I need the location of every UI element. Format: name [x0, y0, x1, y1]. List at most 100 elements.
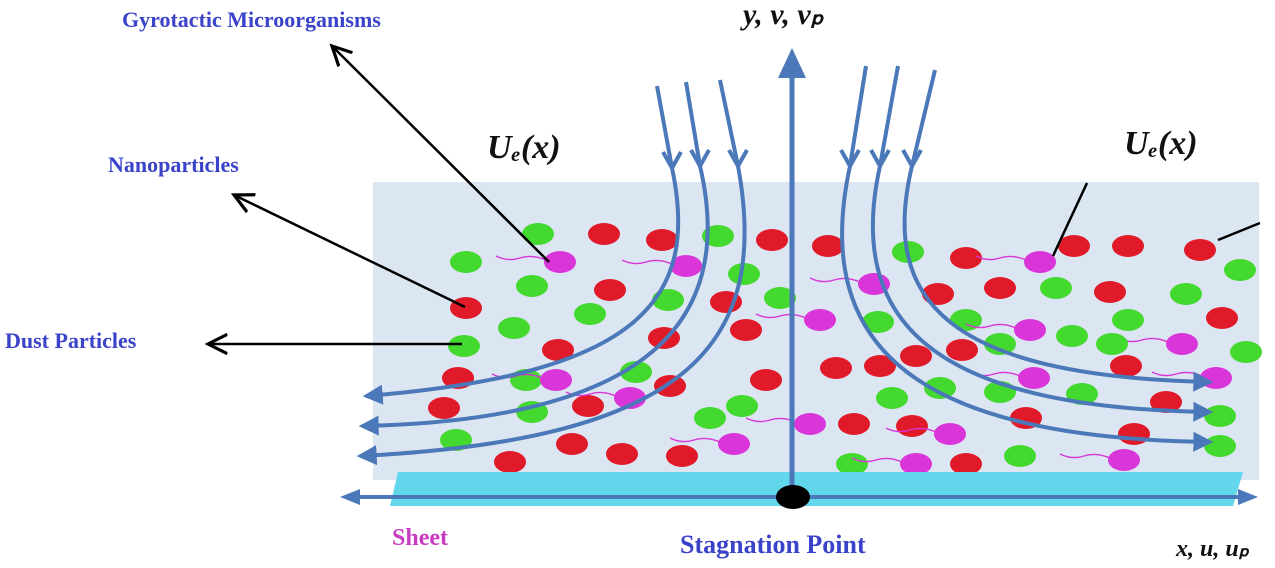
nanoparticle	[666, 445, 698, 467]
particles-layer	[428, 223, 1262, 475]
right-pointer-line-2	[1217, 221, 1261, 242]
nanoparticle	[1110, 355, 1142, 377]
nanoparticle	[428, 397, 460, 419]
gyrotactic-microorganisms-label: Gyrotactic Microorganisms	[122, 7, 381, 32]
streamline-right	[840, 65, 1214, 452]
microorganism-tail	[669, 437, 721, 443]
nanoparticle	[588, 223, 620, 245]
stagnation-point-label: Stagnation Point	[680, 530, 866, 559]
nanoparticle	[730, 319, 762, 341]
dust-particle	[1170, 283, 1202, 305]
nanoparticle	[1150, 391, 1182, 413]
streamline-left	[356, 79, 747, 466]
sheet-surface	[390, 472, 1243, 506]
x-axis-right-arrowhead	[1238, 489, 1258, 505]
y-axis-arrowhead	[778, 48, 806, 78]
dust-particle	[924, 377, 956, 399]
dust-particle	[620, 361, 652, 383]
nanoparticle	[820, 357, 852, 379]
dust-particle	[984, 333, 1016, 355]
nanoparticle	[646, 229, 678, 251]
microorganism	[794, 413, 826, 435]
dust-particle	[726, 395, 758, 417]
microorganism-tail	[975, 255, 1027, 261]
streamline-left	[358, 81, 710, 436]
nanoparticle	[594, 279, 626, 301]
nanoparticle	[750, 369, 782, 391]
nanoparticle	[900, 345, 932, 367]
microorganism-tail	[755, 313, 807, 319]
dust-particles-label: Dust Particles	[5, 328, 137, 353]
microorganism-tail	[745, 417, 797, 423]
dust-particle	[498, 317, 530, 339]
dust-particle	[1204, 405, 1236, 427]
nanoparticle	[1206, 307, 1238, 329]
sheet-label: Sheet	[392, 525, 448, 551]
microorganism	[934, 423, 966, 445]
x-axis-left-arrowhead	[340, 489, 360, 505]
nanoparticle	[950, 453, 982, 475]
inflow-arrowhead	[689, 149, 711, 171]
microorganism-tail	[495, 255, 547, 261]
dust-particle	[1230, 341, 1262, 363]
nanoparticle	[838, 413, 870, 435]
microorganism-tail	[851, 457, 903, 463]
gyrotactic-pointer-arrow	[332, 46, 550, 263]
nanoparticles-pointer-arrow	[234, 195, 466, 309]
nanoparticle	[864, 355, 896, 377]
microorganism-tail	[1059, 453, 1111, 459]
dust-particle	[1096, 333, 1128, 355]
inflow-arrowhead	[661, 151, 683, 173]
microorganism	[1166, 333, 1198, 355]
dust-particle	[694, 407, 726, 429]
ue-right-label: Uₑ(x)	[1124, 125, 1198, 162]
nanoparticle	[922, 283, 954, 305]
dust-particle	[448, 335, 480, 357]
microorganism	[1018, 367, 1050, 389]
microorganism-tail	[809, 277, 861, 283]
nanoparticle	[572, 395, 604, 417]
microorganism	[1024, 251, 1056, 273]
stagnation-point	[776, 485, 810, 509]
microorganism	[540, 369, 572, 391]
right-pointer-line-1	[1051, 182, 1089, 257]
nanoparticle	[1058, 235, 1090, 257]
ue-left-label: Uₑ(x)	[487, 129, 561, 166]
microorganism	[804, 309, 836, 331]
dust-particle	[1040, 277, 1072, 299]
inflow-arrowhead	[869, 149, 891, 171]
nanoparticle	[1118, 423, 1150, 445]
streamline-left	[362, 85, 681, 405]
nanoparticle	[896, 415, 928, 437]
microorganism-tail	[621, 259, 673, 265]
microorganism	[544, 251, 576, 273]
dust-particle	[1224, 259, 1256, 281]
nanoparticle	[950, 247, 982, 269]
nanoparticle	[494, 451, 526, 473]
nanoparticles-label: Nanoparticles	[108, 152, 239, 177]
nanoparticle	[984, 277, 1016, 299]
y-axis-label: y, v, vₚ	[740, 0, 825, 31]
dust-particle	[862, 311, 894, 333]
nanoparticle	[1094, 281, 1126, 303]
dust-particle	[728, 263, 760, 285]
nanoparticle	[542, 339, 574, 361]
dust-particle	[764, 287, 796, 309]
dust-particle	[1004, 445, 1036, 467]
microorganism-tail	[885, 427, 937, 433]
microorganism	[1200, 367, 1232, 389]
dust-particle	[522, 223, 554, 245]
dust-particle	[574, 303, 606, 325]
x-axis-label: x, u, uₚ	[1175, 536, 1250, 562]
nanoparticle	[450, 297, 482, 319]
streamline-right	[870, 65, 1214, 422]
nanoparticle	[1112, 235, 1144, 257]
dust-particle	[1056, 325, 1088, 347]
inflow-arrowhead	[839, 149, 861, 171]
nanoparticle	[812, 235, 844, 257]
nanoparticle	[756, 229, 788, 251]
dust-particle	[876, 387, 908, 409]
dust-particle	[516, 275, 548, 297]
nanoparticle	[1184, 239, 1216, 261]
